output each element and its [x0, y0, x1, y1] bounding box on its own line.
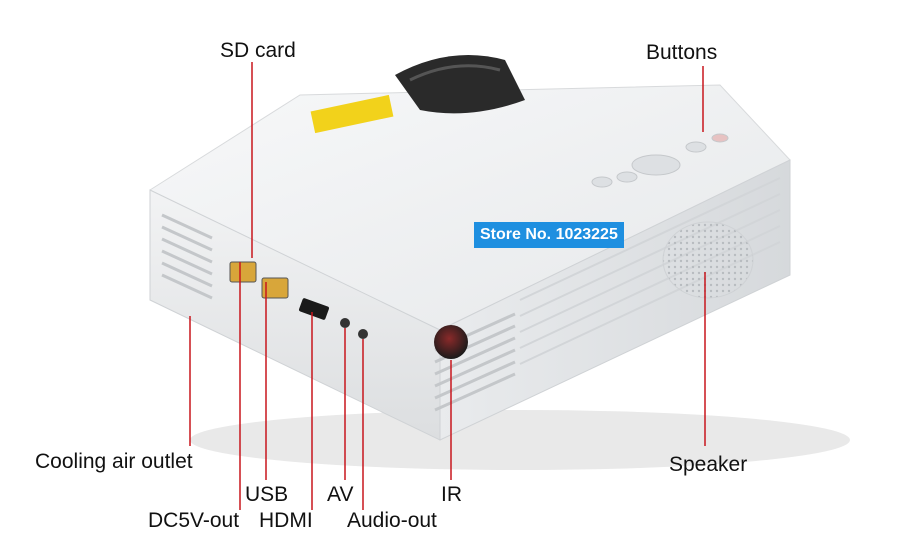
label-speaker: Speaker [669, 453, 748, 476]
cooling-vents-left [161, 213, 213, 300]
warning-sticker [310, 94, 394, 134]
audio-jack [358, 329, 368, 339]
hdmi-port [299, 298, 329, 320]
av-jack [340, 318, 350, 328]
speaker-grille [662, 221, 754, 299]
ir-sensor [434, 325, 468, 359]
label-buttons: Buttons [646, 41, 718, 64]
label-usb: USB [245, 483, 289, 506]
label-av: AV [327, 483, 354, 506]
lens-ridge [409, 64, 501, 82]
leader-lines [189, 62, 706, 510]
label-ir: IR [441, 483, 462, 506]
control-buttons [591, 133, 729, 188]
floor-shadow [190, 410, 850, 470]
label-dc5v-out: DC5V-out [148, 509, 240, 532]
cooling-vents-right [434, 312, 516, 412]
label-audio-out: Audio-out [347, 509, 437, 532]
label-sd-card: SD card [220, 39, 296, 62]
label-cooling-air-outlet: Cooling air outlet [35, 450, 193, 473]
usb-port-2 [261, 277, 289, 299]
store-watermark: Store No. 1023225 [474, 222, 624, 248]
label-hdmi: HDMI [259, 509, 313, 532]
usb-port-1 [229, 261, 257, 283]
